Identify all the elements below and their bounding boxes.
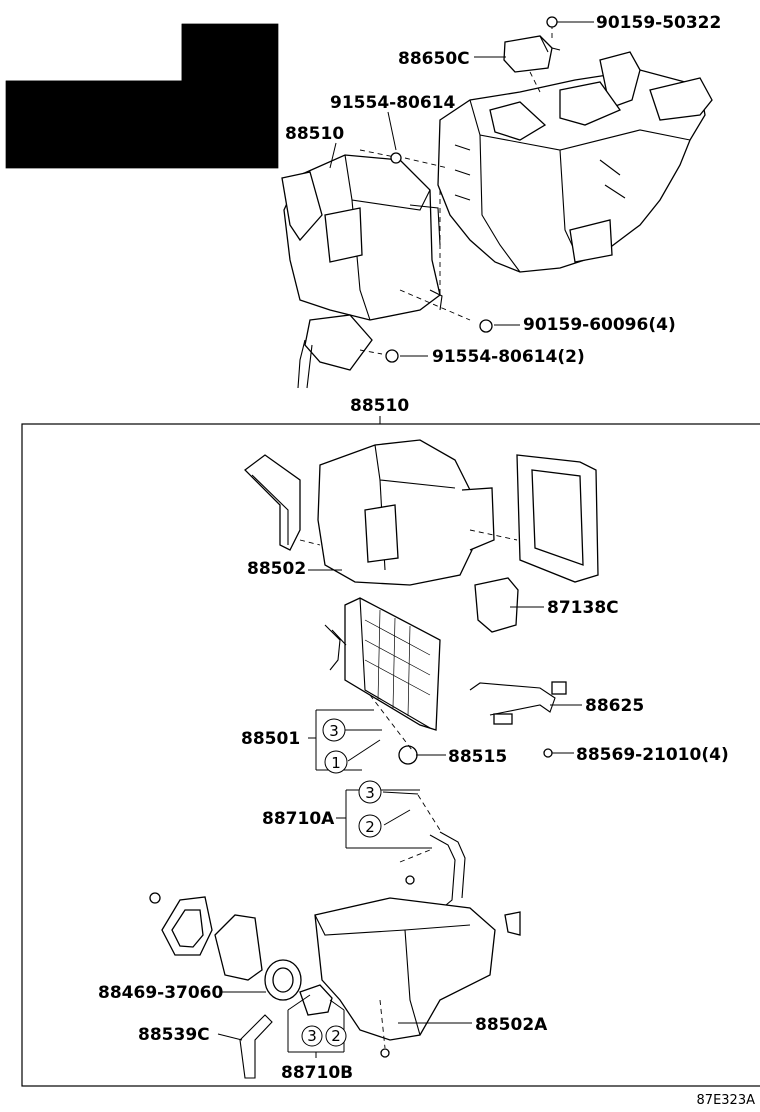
upper-case-illustration xyxy=(244,439,495,586)
figure-reference: 87E323A xyxy=(697,1093,756,1108)
label-88539C: 88539C xyxy=(138,1025,210,1045)
label-90159-50322: 90159-50322 xyxy=(596,13,721,33)
connector-icon xyxy=(551,681,567,695)
label-88650C: 88650C xyxy=(398,49,470,69)
label-91554-80614: 91554-80614 xyxy=(330,93,456,113)
bolt-icon xyxy=(380,1048,390,1058)
bolt-icon xyxy=(149,892,161,904)
evaporator-illustration xyxy=(324,597,441,731)
svg-text:3: 3 xyxy=(365,784,375,802)
thermistor-illustration xyxy=(474,577,519,633)
col-od-header: OD xyxy=(242,61,262,76)
row3-id: 13.4 xyxy=(190,147,219,162)
row3-part: 90099-14121 xyxy=(58,145,169,163)
bolt-icon xyxy=(479,319,493,333)
duct-parts-illustration xyxy=(149,892,390,1079)
bolt-icon xyxy=(405,875,415,885)
label-88510-top: 88510 xyxy=(285,124,344,144)
row3-number: 3 xyxy=(20,145,30,163)
svg-text:2: 2 xyxy=(365,818,375,836)
seal-frame-illustration xyxy=(516,454,599,583)
svg-text:3: 3 xyxy=(307,1027,317,1045)
row2-id: 6.7 xyxy=(194,118,215,133)
sensor-wire-illustration xyxy=(469,682,556,716)
label-91554-80614-2: 91554-80614(2) xyxy=(432,347,585,367)
label-88510-box: 88510 xyxy=(350,396,409,416)
label-87138C: 87138C xyxy=(547,598,619,618)
label-88501: 88501 xyxy=(241,729,300,749)
row1-id: 10.8 xyxy=(190,89,219,104)
top-leader-lines xyxy=(329,21,594,357)
row1-number: 1 xyxy=(20,87,30,105)
label-88625: 88625 xyxy=(585,696,644,716)
callout-88501-3: 3 xyxy=(322,718,346,742)
label-88569-21010: 88569-21010(4) xyxy=(576,745,729,765)
expansion-valve-illustration xyxy=(398,745,418,765)
callout-88710B-2: 2 xyxy=(325,1025,347,1047)
fasteners-top xyxy=(385,16,558,363)
size-header: SIZE (mm) xyxy=(196,32,265,47)
row2-number: 2 xyxy=(20,116,30,134)
svg-text:2: 2 xyxy=(331,1027,341,1045)
clip-icon xyxy=(543,748,553,758)
label-90159-60096: 90159-60096(4) xyxy=(523,315,676,335)
label-88502: 88502 xyxy=(247,559,306,579)
row2-od: 10.3 xyxy=(238,118,267,133)
bolt-icon xyxy=(390,152,402,164)
col-id-header: ID xyxy=(197,61,211,76)
label-88502A: 88502A xyxy=(475,1015,548,1035)
row3-od: 18.2 xyxy=(238,147,267,162)
heater-case-illustration xyxy=(437,35,713,273)
label-88710B: 88710B xyxy=(281,1063,353,1083)
tube-illustration xyxy=(429,831,466,911)
svg-text:1: 1 xyxy=(331,754,341,772)
label-88469-37060: 88469-37060 xyxy=(98,983,224,1003)
row1-od: 15.6 xyxy=(238,89,267,104)
bolt-icon xyxy=(546,16,558,28)
blower-unit-illustration xyxy=(281,154,443,389)
row2-part: 90099-14119 xyxy=(58,116,169,134)
row1-part: 90099-14120 xyxy=(58,87,169,105)
callout-88501-1: 1 xyxy=(324,750,348,774)
callout-88710B-3: 3 xyxy=(301,1025,323,1047)
exploded-view-frame xyxy=(21,423,760,1087)
connector-icon xyxy=(493,713,513,725)
size-table: SIZE (mm) ID OD 1 90099-14120 10.8 15.6 … xyxy=(5,23,279,169)
callout-88710A-2: 2 xyxy=(358,814,382,838)
label-88515: 88515 xyxy=(448,747,507,767)
label-88710A: 88710A xyxy=(262,809,335,829)
callout-88710A-3: 3 xyxy=(358,780,382,804)
bolt-icon xyxy=(385,349,399,363)
svg-text:3: 3 xyxy=(329,722,339,740)
